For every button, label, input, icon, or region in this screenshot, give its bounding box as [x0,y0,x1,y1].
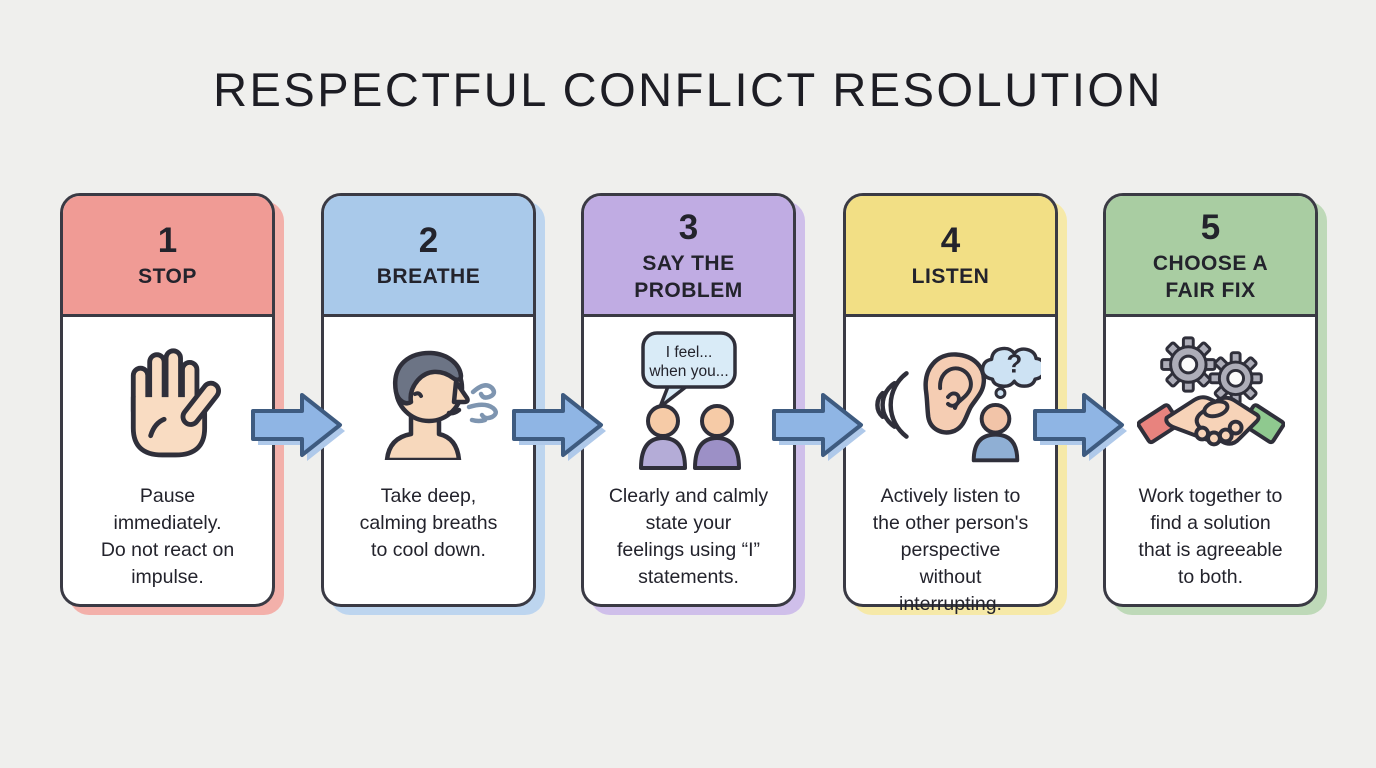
speech-bubble: I feel... when you... [640,331,737,409]
person-left-head [645,404,680,438]
step-number: 5 [1200,208,1221,248]
flow-arrow-3 [772,393,866,461]
step-description: Clearly and calmly state your feelings u… [608,485,769,588]
bubble-text-line2: when you... [648,363,728,380]
gear-left [1159,336,1216,393]
step-5-header: 5 CHOOSE A FAIR FIX [1106,196,1315,317]
ear [922,352,986,435]
flow-arrow-2 [512,393,606,461]
step-3-body: I feel... when you... Clearly and calmly… [584,317,793,591]
flow-arrow-4 [1033,393,1127,461]
person-right-body [692,436,741,470]
step-1-body: Pause immediately. Do not react on impul… [63,317,272,591]
step-number: 4 [940,221,961,261]
step-description: Pause immediately. Do not react on impul… [100,485,235,588]
step-3-header: 3 SAY THE PROBLEM [584,196,793,317]
step-1-header: 1 STOP [63,196,272,317]
step-number: 2 [418,221,439,261]
step-card-say-the-problem: 3 SAY THE PROBLEM I feel... when you... [581,193,796,607]
step-2-header: 2 BREATHE [324,196,533,317]
step-2-body: Take deep, calming breaths to cool down. [324,317,533,564]
thought-cloud: ? [980,346,1041,400]
step-card-choose-a-fair-fix: 5 CHOOSE A FAIR FIX [1103,193,1318,607]
step-4-header: 4 LISTEN [846,196,1055,317]
step-label: LISTEN [911,265,990,289]
listening-ear-icon: ? [861,325,1041,475]
step-card-listen: 4 LISTEN ? [843,193,1058,615]
step-label: SAY THE PROBLEM [634,252,743,302]
step-card-breathe: 2 BREATHE Take deep, calmin [321,193,536,607]
i-statement-conversation-icon: I feel... when you... [613,325,765,475]
person-left-body [638,436,687,470]
listener-person [971,402,1019,463]
sound-waves [874,371,909,439]
person-right-head [699,404,734,438]
question-mark: ? [1006,350,1022,378]
step-description: Actively listen to the other person's pe… [872,485,1029,615]
step-4-body: ? Actively listen to the other person's … [846,317,1055,618]
step-card-stop: 1 STOP Pause immediately. Do not react o… [60,193,275,607]
handshake [1136,395,1285,447]
step-number: 3 [678,208,699,248]
gears-handshake-icon [1136,325,1285,475]
step-label: STOP [138,265,197,289]
step-5-body: Work together to find a solution that is… [1106,317,1315,591]
page-title: RESPECTFUL CONFLICT RESOLUTION [213,63,1163,116]
step-description: Take deep, calming breaths to cool down. [359,485,498,561]
step-label: BREATHE [376,265,481,289]
flow-arrow-1 [251,393,345,461]
breathing-profile-icon [353,325,505,475]
stop-hand-icon [114,325,222,475]
gear-right [1208,351,1263,406]
step-number: 1 [157,221,178,261]
step-description: Work together to find a solution that is… [1138,485,1283,588]
bubble-text-line1: I feel... [665,344,712,361]
step-label: CHOOSE A FAIR FIX [1152,252,1269,302]
